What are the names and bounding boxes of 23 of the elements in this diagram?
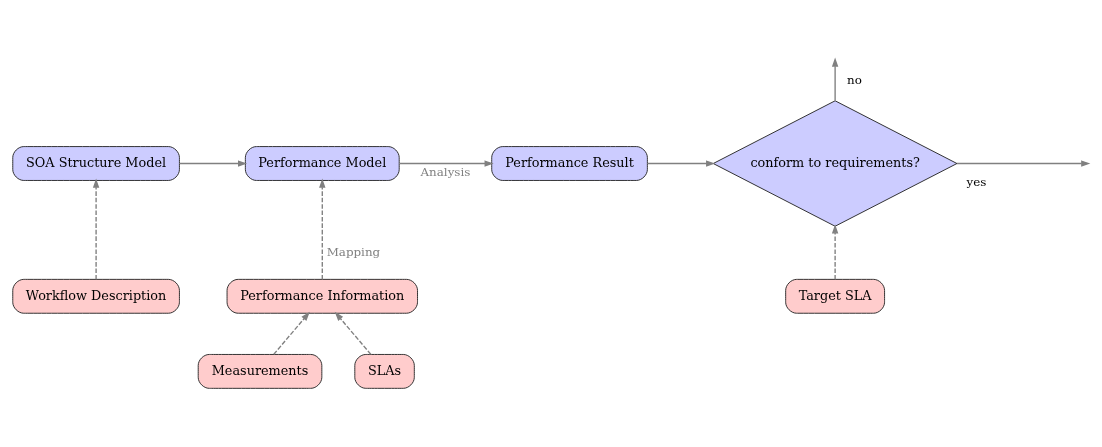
arrow <box>956 160 1091 167</box>
arrow <box>398 160 494 167</box>
node-box: Workflow Description <box>12 278 180 314</box>
node-box: Performance Result <box>491 146 648 181</box>
edge-label: Mapping <box>326 244 381 259</box>
arrow <box>319 178 326 280</box>
edge-label: no <box>847 73 862 88</box>
node-box: Performance Model <box>244 146 400 181</box>
node-diamond: conform to requirements? <box>712 100 958 227</box>
arrow <box>831 57 839 102</box>
edge-label: yes <box>966 175 987 190</box>
node-box: Measurements <box>197 354 323 389</box>
arrow <box>273 311 310 355</box>
arrow <box>334 311 372 355</box>
arrow <box>831 224 839 280</box>
node-box: Target SLA <box>785 278 886 314</box>
arrow <box>92 178 100 280</box>
arrow <box>646 160 716 167</box>
node-box: SOA Structure Model <box>12 146 180 181</box>
edge-label: Analysis <box>420 164 471 179</box>
arrow <box>178 160 248 167</box>
node-box: SLAs <box>354 354 415 389</box>
node-box: Performance Information <box>226 278 418 314</box>
